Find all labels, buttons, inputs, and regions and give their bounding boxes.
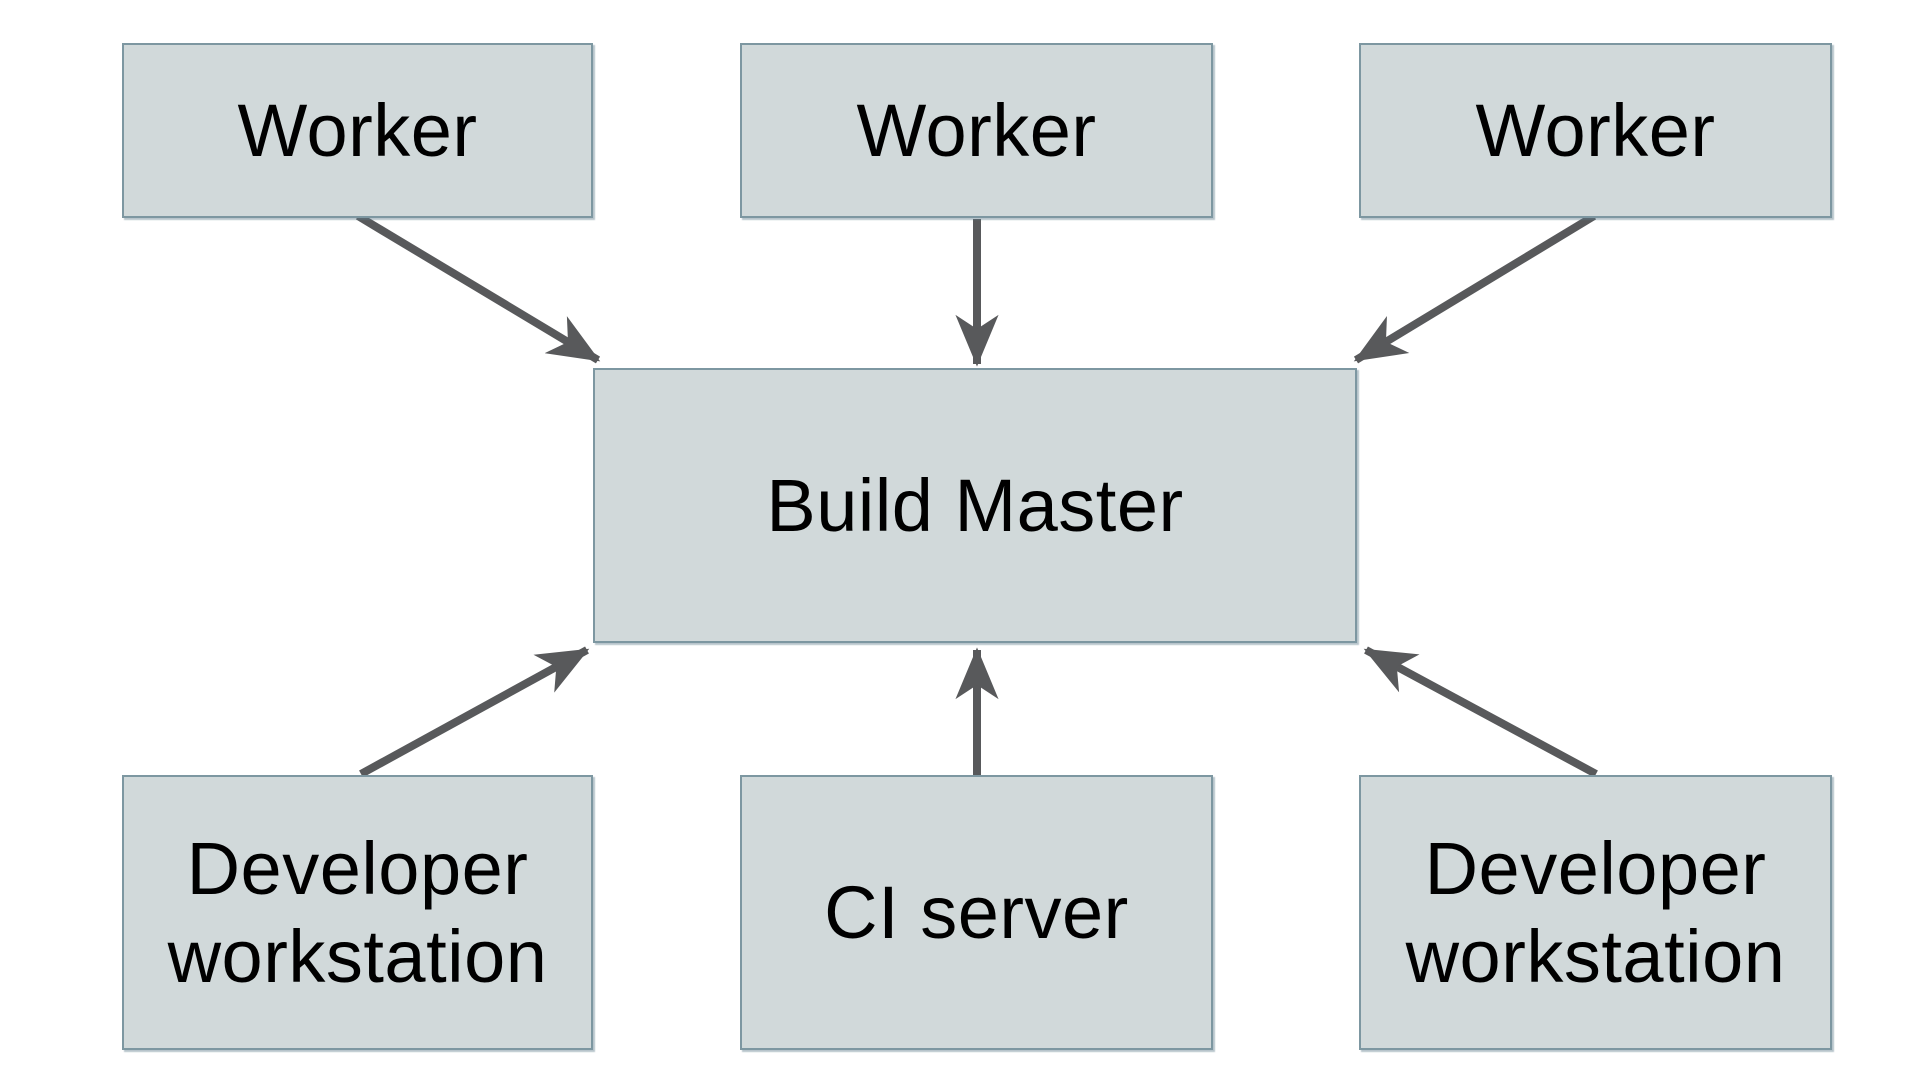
ci-server-box: CI server (740, 775, 1213, 1050)
dev-workstation-left-box: Developer workstation (122, 775, 593, 1050)
worker-left-box: Worker (122, 43, 593, 218)
build-master-box: Build Master (593, 368, 1357, 643)
arrow-worker-left-to-build-master (355, 212, 601, 364)
arrow-worker-right-to-build-master (1353, 212, 1597, 364)
dev-workstation-left-label: Developer workstation (167, 827, 548, 998)
worker-middle-label: Worker (856, 88, 1097, 172)
worker-right-box: Worker (1359, 43, 1832, 218)
ci-server-label: CI server (824, 870, 1129, 954)
worker-middle-box: Worker (740, 43, 1213, 218)
build-master-label: Build Master (766, 463, 1184, 547)
worker-left-label: Worker (237, 88, 478, 172)
worker-right-label: Worker (1475, 88, 1716, 172)
arrow-dev-right-to-build-master (1363, 646, 1598, 778)
dev-workstation-right-box: Developer workstation (1359, 775, 1832, 1050)
arrow-dev-left-to-build-master (359, 646, 590, 778)
dev-workstation-right-label: Developer workstation (1405, 827, 1786, 998)
